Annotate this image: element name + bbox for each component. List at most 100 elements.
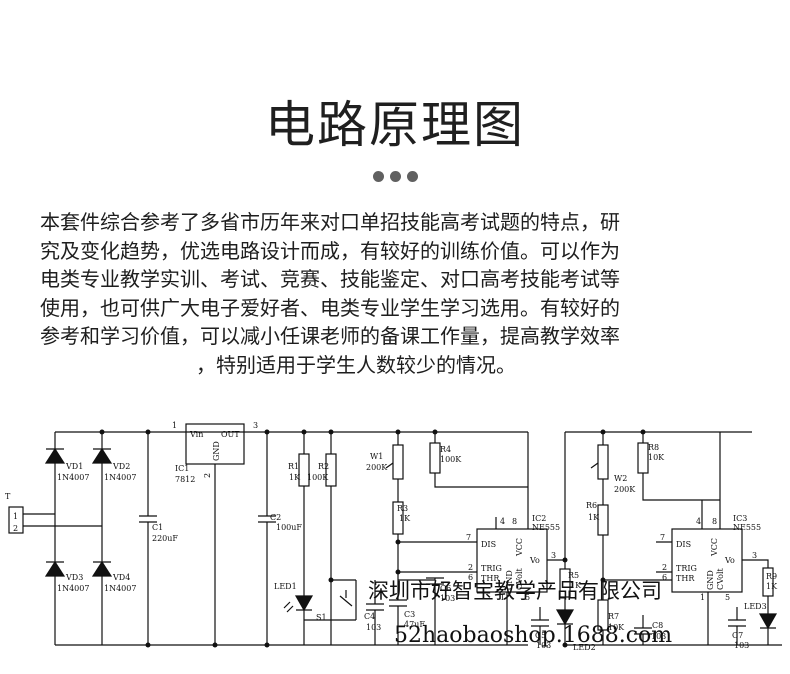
c3-label: C3	[404, 610, 415, 619]
c6-label: C6	[440, 584, 451, 593]
c8-label: C8	[652, 621, 663, 630]
ic3-vo: Vo	[724, 556, 735, 565]
r6-label: R6	[586, 501, 597, 510]
ic3-trig: TRIG	[676, 564, 697, 573]
ic2-pin: 6	[468, 573, 473, 582]
ic2-pin: 2	[468, 563, 473, 572]
diode-vd2-label: VD2	[112, 462, 130, 471]
r1-value: 1K	[289, 473, 301, 482]
diode-vd4-part: 1N4007	[104, 584, 136, 593]
ic3-label: IC3	[733, 514, 747, 523]
c1-value: 220uF	[152, 534, 178, 543]
ic2-pin: 5	[525, 593, 530, 602]
intro-line: 参考和学习价值，可以减小任课老师的备课工作量，提高教学效率	[40, 324, 620, 349]
ic3-gnd: GND	[706, 570, 715, 590]
circuit-schematic: T 1 2 VD1 1N4007 VD2 1N4007 VD3 1N4007 V…	[5, 421, 782, 652]
ic3-part: NE555	[733, 523, 761, 532]
r5-value: 1K	[570, 581, 582, 590]
ic3-dis: DIS	[676, 540, 691, 549]
c4-value: 103	[366, 623, 381, 632]
w1-label: W1	[370, 452, 383, 461]
ic2-part: NE555	[532, 523, 560, 532]
watermark-company: 深圳市好智宝教学产品有限公司	[368, 579, 662, 603]
title-dots	[0, 171, 790, 182]
ic2-pin: 3	[551, 551, 556, 560]
ic1-pin: 1	[172, 421, 177, 430]
ic1-out: OUT	[221, 430, 240, 439]
c7-value: 103	[734, 641, 749, 650]
ic2-vcc: VCC	[515, 538, 524, 557]
connector-pin: 1	[13, 512, 18, 521]
c8-value: 103	[651, 632, 666, 641]
c1-label: C1	[152, 523, 163, 532]
ic3-pin: 3	[752, 551, 757, 560]
w2-label: W2	[614, 474, 627, 483]
c2-label: C2	[270, 513, 281, 522]
c6-value: 103	[440, 594, 455, 603]
c2-value: 100uF	[276, 523, 302, 532]
w1-value: 200K	[366, 463, 388, 472]
r2-value: 100K	[307, 473, 329, 482]
page-title: 电路原理图	[265, 96, 525, 154]
s1-label: S1	[316, 613, 327, 622]
dot	[389, 171, 401, 182]
ic1-part: 7812	[175, 475, 195, 484]
ic3-pin: 8	[712, 517, 717, 526]
ic2-pin: 7	[466, 533, 471, 542]
intro-line: ，特别适用于学生人数较少的情况。	[196, 352, 516, 377]
ic3-pin: 6	[662, 573, 667, 582]
led1-label: LED1	[274, 582, 297, 591]
diode-vd1-label: VD1	[65, 462, 83, 471]
ic2-vo: Vo	[529, 556, 540, 565]
diode-vd4-label: VD4	[112, 573, 130, 582]
ic1-pin: 3	[253, 421, 258, 430]
ic3-pin: 5	[725, 593, 730, 602]
ic1-pin: 2	[203, 473, 212, 478]
led3-label: LED3	[744, 602, 767, 611]
intro-line: 究及变化趋势，优选电路设计而成，有较好的训练价值。可以作为	[40, 238, 620, 263]
diode-vd2-part: 1N4007	[104, 473, 136, 482]
c3-value: 47uF	[404, 620, 425, 629]
ic3-pin: 1	[700, 593, 705, 602]
r9-label: R9	[766, 572, 777, 581]
dot	[406, 171, 418, 182]
ic3-cvolt: CVolt	[716, 567, 725, 590]
r5-label: R5	[568, 571, 579, 580]
r7-label: R7	[608, 612, 619, 621]
intro-line: 使用，也可供广大电子爱好者、电类专业学生学习选用。有较好的	[40, 295, 620, 320]
c5-value: 103	[536, 641, 551, 650]
r8-value: 10K	[648, 453, 665, 462]
ic1-gnd: GND	[212, 441, 221, 461]
ic2-dis: DIS	[481, 540, 496, 549]
c5-label: C5	[535, 631, 546, 640]
c4-label: C4	[364, 612, 375, 621]
c7-label: C7	[732, 631, 743, 640]
dot	[372, 171, 384, 182]
connector-pin: 2	[13, 524, 18, 533]
ic1-label: IC1	[175, 464, 189, 473]
r3-value: 1K	[399, 514, 411, 523]
connector-label: T	[5, 492, 11, 501]
r4-value: 100K	[440, 455, 462, 464]
w2-value: 200K	[614, 485, 636, 494]
intro-paragraph: 本套件综合参考了多省市历年来对口单招技能高考试题的特点，研 究及变化趋势，优选电…	[40, 208, 752, 380]
r8-label: R8	[648, 443, 659, 452]
ic3-thr: THR	[676, 574, 695, 583]
ic2-thr: THR	[481, 574, 500, 583]
watermark-url: 52haobaoshop.1688.com	[394, 623, 672, 648]
r7-value: 10K	[608, 623, 625, 632]
r9-value: 1K	[766, 582, 778, 591]
ic2-pin: 1	[500, 593, 505, 602]
ic2-gnd: GND	[505, 570, 514, 590]
r3-label: R3	[397, 504, 408, 513]
diode-vd3-label: VD3	[65, 573, 83, 582]
ic3-pin: 2	[662, 563, 667, 572]
ic2-pin: 4	[500, 517, 505, 526]
diode-vd3-part: 1N4007	[57, 584, 89, 593]
r6-value: 1K	[588, 513, 600, 522]
intro-line: 本套件综合参考了多省市历年来对口单招技能高考试题的特点，研	[40, 210, 620, 234]
ic3-pin: 4	[696, 517, 701, 526]
ic1-vin: Vin	[189, 430, 203, 439]
ic3-pin: 7	[660, 533, 665, 542]
led2-label: LED2	[573, 643, 596, 652]
